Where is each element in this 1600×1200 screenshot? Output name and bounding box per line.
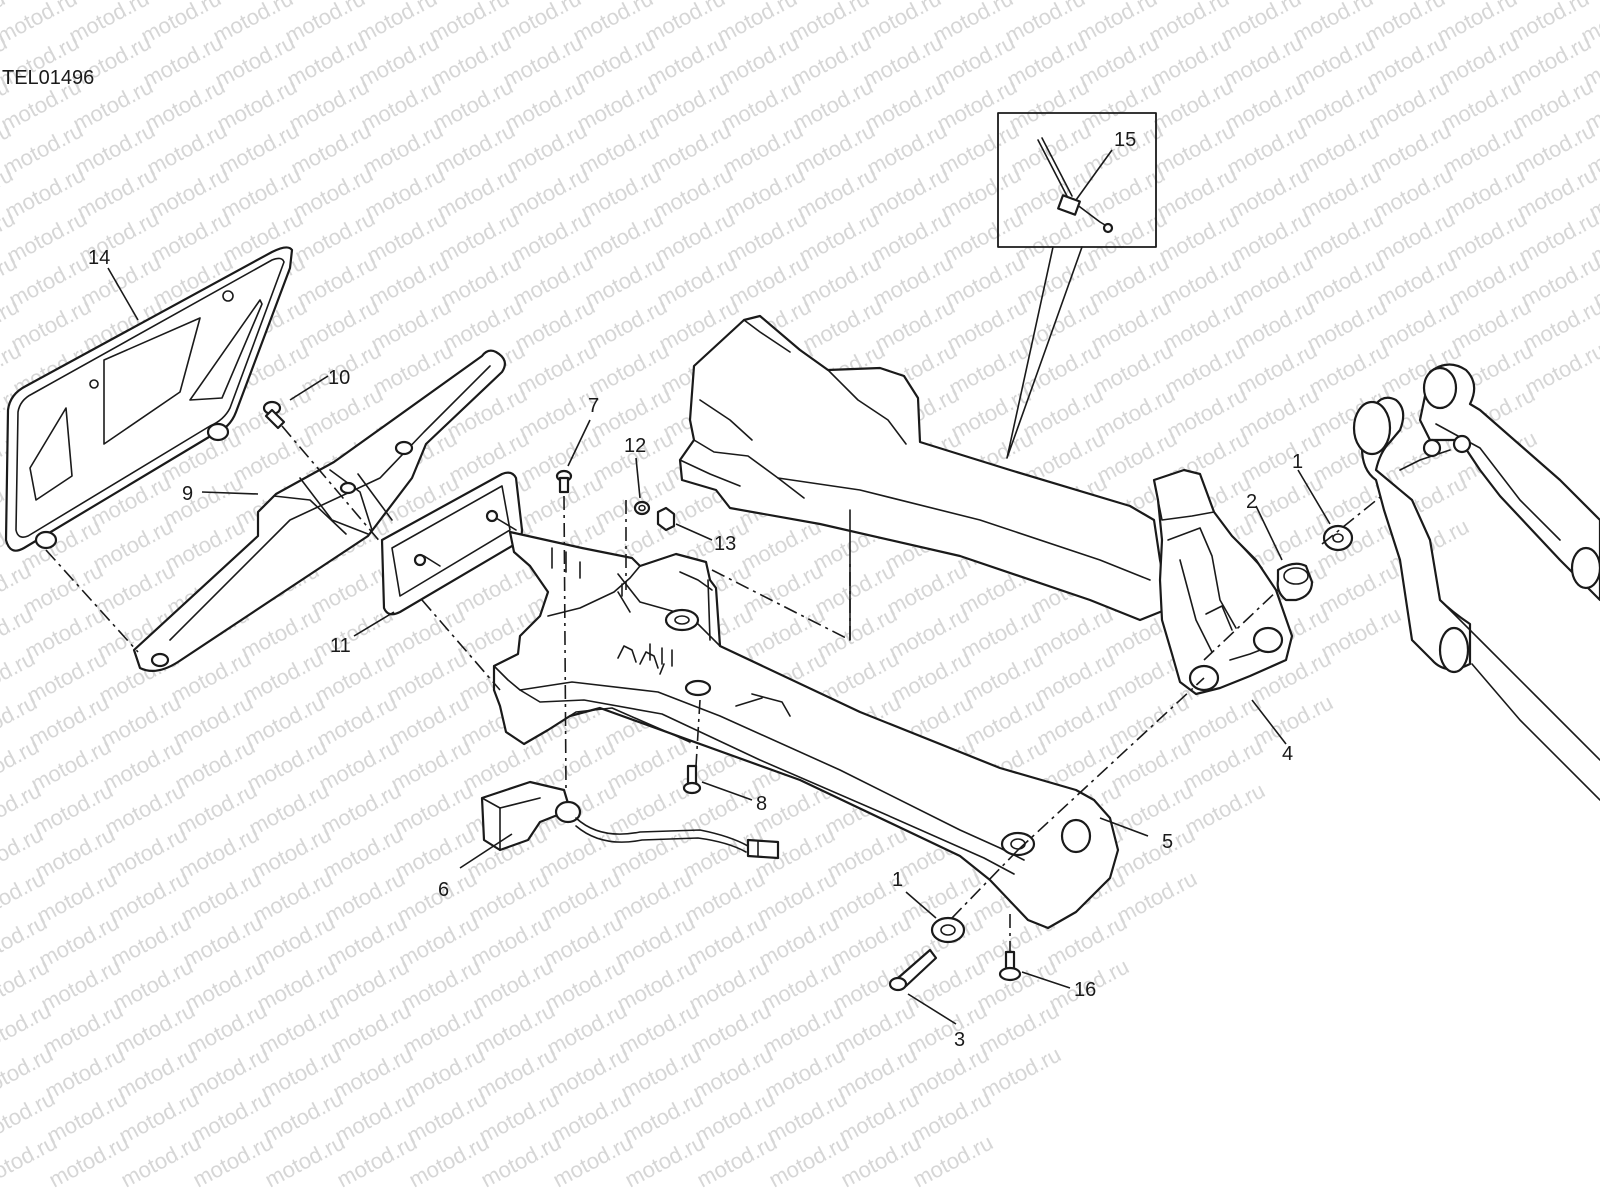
screw-8	[682, 764, 702, 795]
callout-2: 2	[1246, 491, 1257, 513]
assembly-lines	[45, 425, 1385, 952]
callout-6: 6	[438, 879, 449, 901]
nut-13	[656, 506, 676, 532]
callout-13: 13	[714, 533, 736, 555]
callout-4: 4	[1282, 743, 1293, 765]
screw-3	[888, 948, 938, 992]
washer-1-right	[1322, 524, 1354, 552]
plate-holder-9	[132, 349, 507, 673]
screw-16	[998, 950, 1022, 982]
watermark-text: motod.ru	[1575, 0, 1600, 4]
license-plate-14	[4, 246, 294, 552]
callout-11: 11	[330, 635, 351, 657]
cable-tie-icon	[1037, 137, 1114, 234]
callout-10: 10	[328, 367, 350, 389]
screw-10	[262, 400, 286, 430]
screw-7	[555, 469, 573, 494]
callout-1: 1	[1292, 451, 1303, 473]
sensor-6	[480, 780, 780, 860]
mudguard-holder-5	[492, 530, 1120, 930]
callout-1-lower: 1	[892, 869, 903, 891]
callout-5: 5	[1162, 831, 1173, 853]
frame-fragment-right	[1352, 363, 1600, 801]
rubber-2	[1276, 562, 1314, 602]
detail-box-cable-tie	[997, 112, 1157, 459]
callouts: 1 2 3 4 5 6 7 8 9 10 11 12 13 14 15 16 1	[88, 129, 1303, 1051]
callout-7: 7	[588, 395, 599, 417]
callout-12: 12	[624, 435, 646, 457]
leader-lines	[107, 267, 1331, 1025]
callout-14: 14	[88, 247, 110, 269]
callout-8: 8	[756, 793, 767, 815]
callout-15: 15	[1114, 129, 1136, 151]
washer-12	[633, 500, 651, 516]
diagram-code: TEL01496	[2, 67, 94, 89]
washer-1-lower	[930, 916, 966, 944]
callout-3: 3	[954, 1029, 965, 1051]
callout-16: 16	[1074, 979, 1096, 1001]
callout-9: 9	[182, 483, 193, 505]
